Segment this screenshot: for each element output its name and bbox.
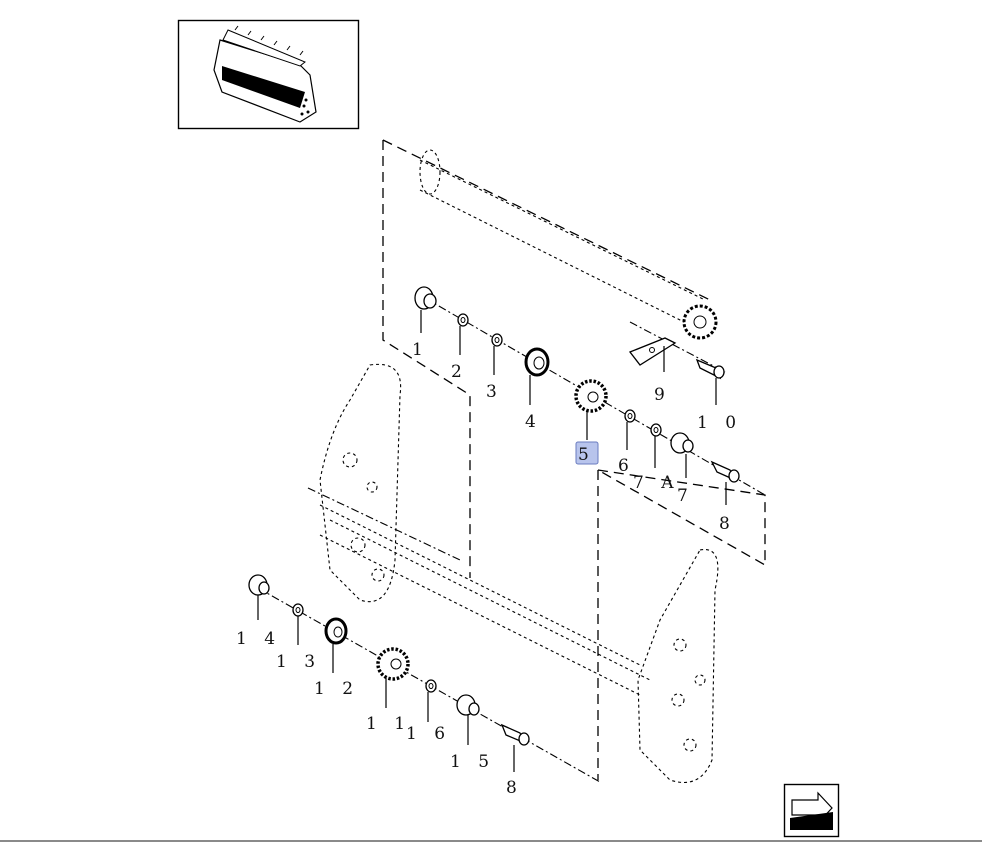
- part-2-washer[interactable]: [457, 313, 469, 355]
- callout-8b[interactable]: 8: [506, 778, 523, 798]
- thumbnail-frame[interactable]: [177, 19, 360, 130]
- part-9-bracket[interactable]: [628, 337, 677, 372]
- callout-12[interactable]: 1 2: [314, 679, 359, 699]
- callout-10[interactable]: 1 0: [697, 413, 742, 433]
- part-8-bolt[interactable]: [710, 460, 740, 505]
- part-11-gear[interactable]: [376, 647, 410, 708]
- left-side-plate-phantom: [319, 363, 402, 603]
- callout-15[interactable]: 1 5: [450, 752, 495, 772]
- part-5-gear[interactable]: [574, 379, 608, 465]
- callout-14[interactable]: 1 4: [236, 629, 281, 649]
- bottom-rule: [0, 840, 982, 842]
- bracket-axis: [629, 321, 726, 373]
- frame-tube-phantom: [307, 487, 651, 696]
- callout-2[interactable]: 2: [451, 362, 468, 382]
- previous-page-arrow-icon[interactable]: [783, 783, 840, 838]
- part-8b-bolt[interactable]: [500, 723, 530, 772]
- baler-header-thumbnail-icon: [213, 25, 317, 123]
- roller-end-gear-icon: [682, 304, 718, 340]
- phantom-roller-assembly: [382, 139, 766, 780]
- part-15-spacer[interactable]: [456, 694, 480, 745]
- part-16-washer[interactable]: [425, 679, 437, 722]
- part-6-washer[interactable]: [624, 409, 636, 450]
- callout-16[interactable]: 1 6: [406, 724, 451, 744]
- callout-4[interactable]: 4: [525, 412, 542, 432]
- callout-3[interactable]: 3: [486, 382, 503, 402]
- part-4-bearing[interactable]: [524, 347, 550, 405]
- part-1-bushing[interactable]: [414, 286, 437, 333]
- part-14-bushing[interactable]: [248, 574, 270, 620]
- callout-7a[interactable]: 7 A: [633, 473, 680, 493]
- callout-5[interactable]: 5: [578, 445, 595, 465]
- part-13-washer[interactable]: [292, 603, 304, 645]
- right-side-plate-phantom: [637, 548, 719, 784]
- part-10-bolt[interactable]: [695, 358, 725, 405]
- callout-8[interactable]: 8: [719, 514, 736, 534]
- callout-5-highlight: [575, 441, 599, 465]
- callout-9[interactable]: 9: [654, 385, 671, 405]
- callout-1[interactable]: 1: [412, 340, 429, 360]
- callout-13[interactable]: 1 3: [276, 652, 321, 672]
- callout-6[interactable]: 6: [618, 456, 635, 476]
- part-7-spacer[interactable]: [670, 432, 694, 478]
- callout-11[interactable]: 1 1: [366, 714, 411, 734]
- part-7a-washer[interactable]: [650, 423, 662, 468]
- part-12-bearing[interactable]: [324, 617, 348, 673]
- callout-7[interactable]: 7: [677, 486, 694, 506]
- part-3-washer[interactable]: [491, 333, 503, 375]
